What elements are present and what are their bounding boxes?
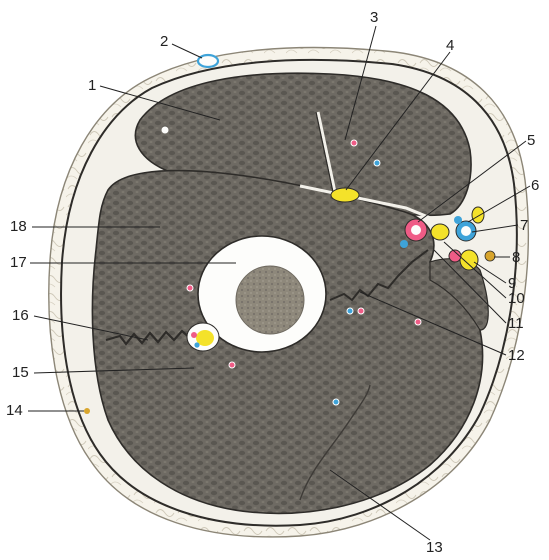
vessel-dot: [415, 319, 421, 325]
label-1: 1: [88, 78, 96, 94]
artery-15: [191, 332, 197, 338]
nerve-9: [431, 224, 449, 240]
superficial-nerve-14: [84, 408, 90, 414]
vessel-dot: [333, 399, 339, 405]
vessel-dot: [374, 160, 380, 166]
label-5: 5: [527, 133, 535, 149]
label-12: 12: [508, 348, 525, 364]
label-17: 17: [10, 255, 27, 271]
vessel-dot: [358, 308, 364, 314]
femur-marrow: [236, 266, 304, 334]
label-13: 13: [426, 540, 443, 556]
label-10: 10: [508, 291, 525, 307]
vein-8: [485, 251, 495, 261]
label-3: 3: [370, 10, 378, 26]
label-7: 7: [520, 218, 528, 234]
nerve-10: [460, 250, 478, 270]
label-14: 14: [6, 403, 23, 419]
small-vein-2: [454, 216, 462, 224]
vessel-dot: [162, 127, 169, 134]
label-6: 6: [531, 178, 539, 194]
vein-15: [194, 342, 199, 347]
label-15: 15: [12, 365, 29, 381]
artery-5-lumen: [411, 225, 421, 235]
superficial-vein-2: [198, 55, 218, 67]
vessel-dot: [187, 285, 193, 291]
label-18: 18: [10, 219, 27, 235]
label-8: 8: [512, 250, 520, 266]
vessel-dot: [229, 362, 235, 368]
label-16: 16: [12, 308, 29, 324]
vessel-dot: [351, 140, 357, 146]
nerve-4: [331, 188, 359, 202]
label-11: 11: [508, 316, 524, 332]
small-vein-1: [400, 240, 408, 248]
label-2: 2: [160, 34, 168, 50]
nerve-6: [472, 207, 484, 223]
vein-7-lumen: [461, 226, 471, 236]
vessel-dot: [347, 308, 353, 314]
label-4: 4: [446, 38, 454, 54]
